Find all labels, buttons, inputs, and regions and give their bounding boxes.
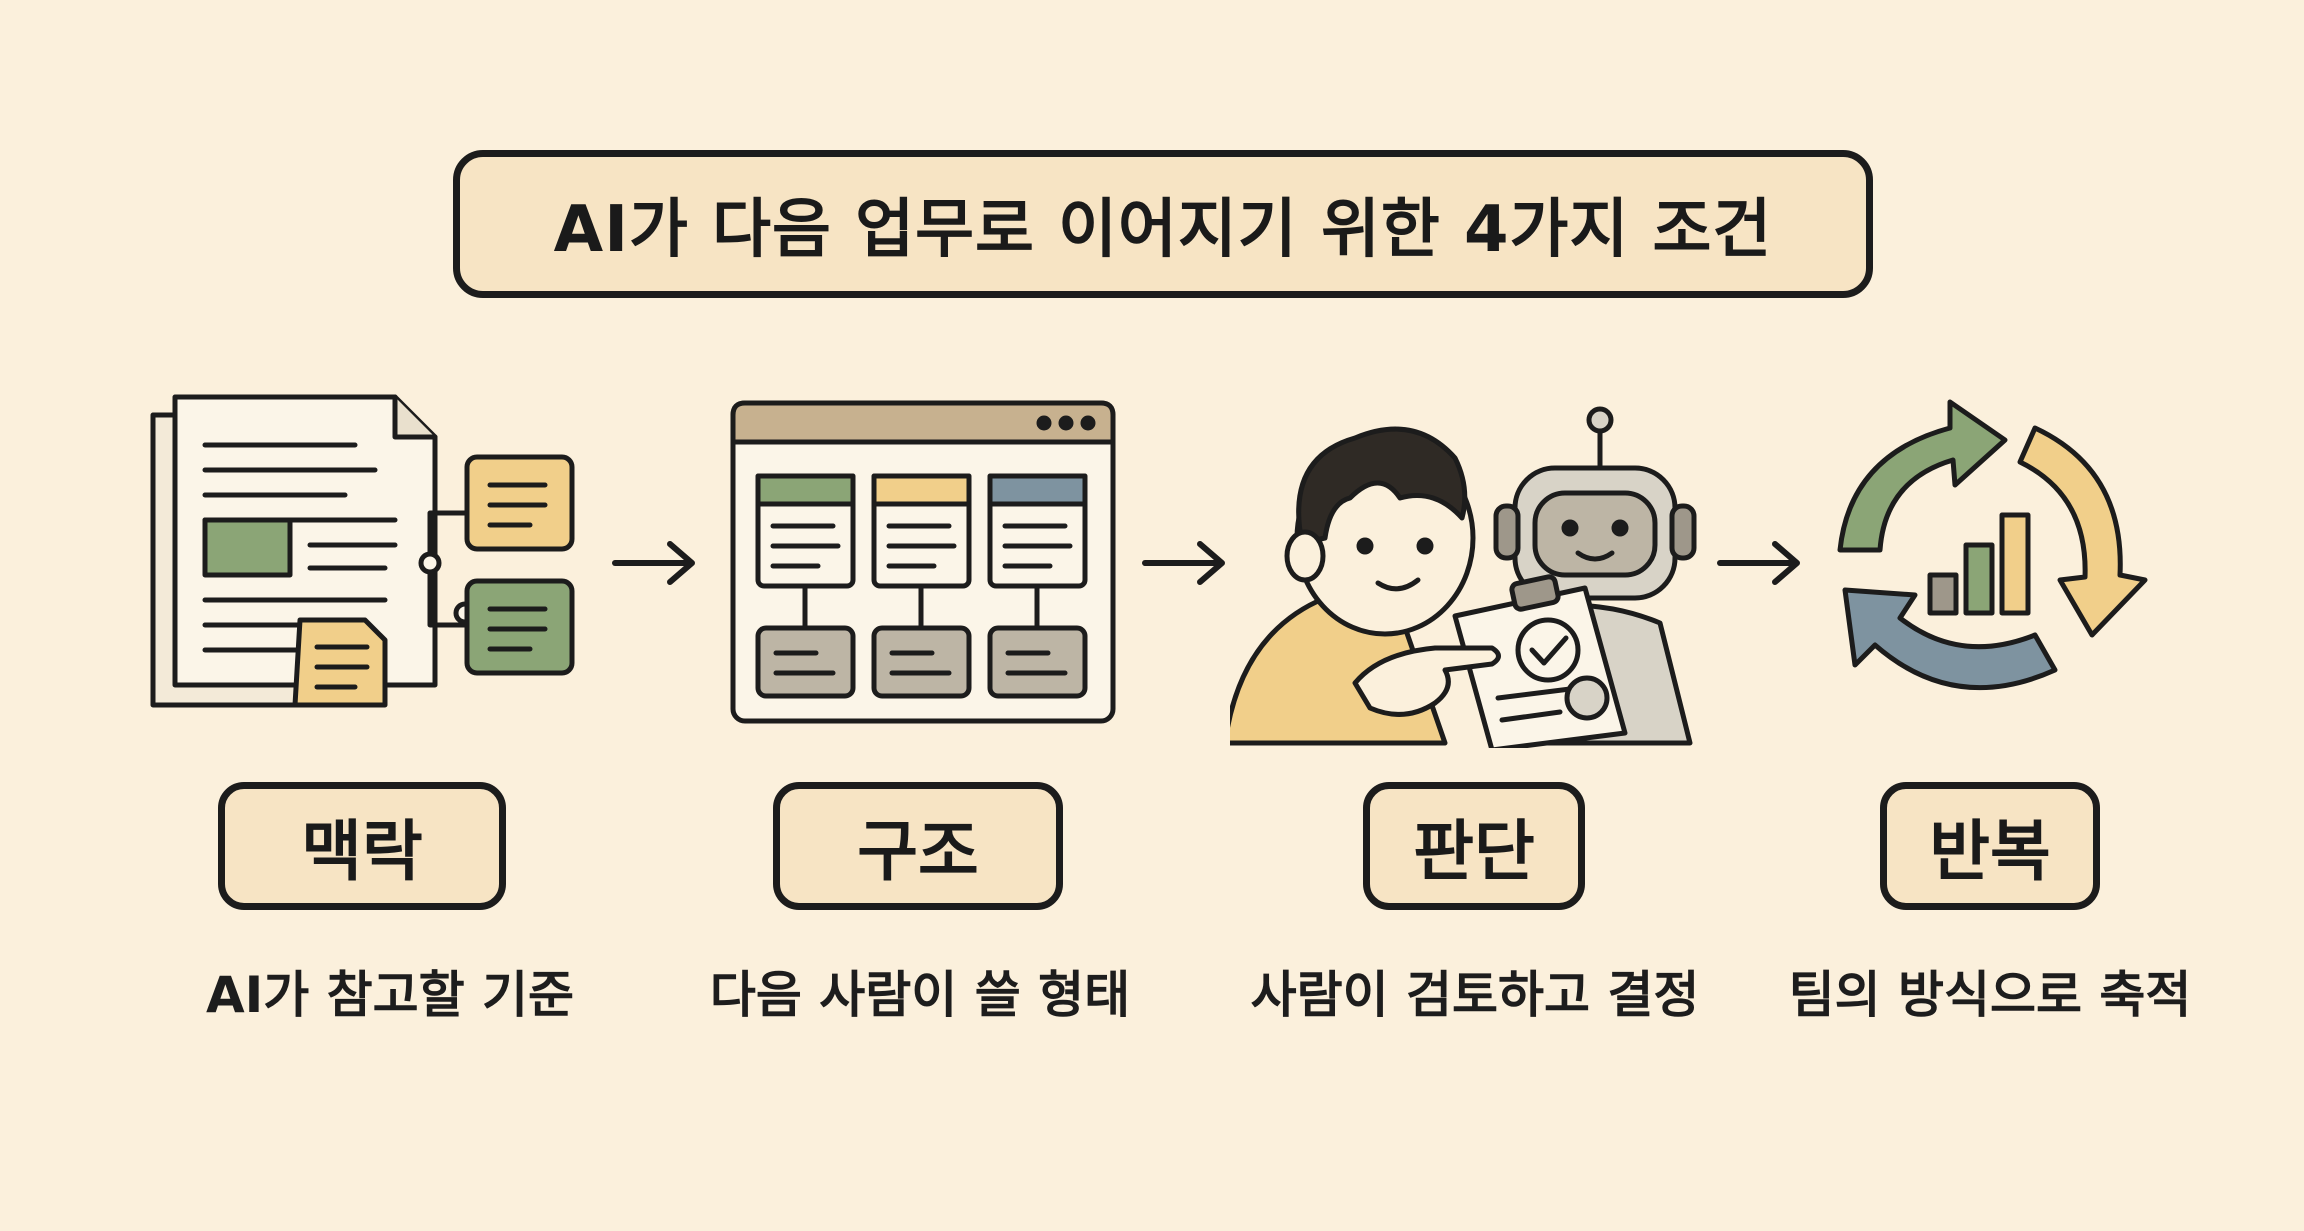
page-title: AI가 다음 업무로 이어지기 위한 4가지 조건 [553, 193, 1773, 267]
step-caption: 팀의 방식으로 축적 [1788, 966, 2192, 1024]
person-robot-review-icon [1230, 406, 1697, 748]
step-label-box: 맥락 [218, 782, 506, 910]
step-caption: 다음 사람이 쓸 형태 [709, 966, 1131, 1024]
step-label-box: 판단 [1363, 782, 1585, 910]
documents-icon [150, 394, 575, 708]
arrow-right-icon [1142, 541, 1225, 585]
arrow-right-icon [1717, 541, 1800, 585]
board-template-icon [730, 400, 1116, 724]
step-caption: 사람이 검토하고 결정 [1250, 966, 1700, 1024]
title-banner: AI가 다음 업무로 이어지기 위한 4가지 조건 [453, 150, 1873, 298]
step-label: 반복 [1929, 813, 2051, 890]
step-label-box: 구조 [773, 782, 1063, 910]
step-label: 판단 [1413, 813, 1535, 890]
step-label: 맥락 [301, 813, 423, 890]
step-label: 구조 [857, 813, 979, 890]
step-caption: AI가 참고할 기준 [205, 966, 575, 1024]
step-label-box: 반복 [1880, 782, 2100, 910]
arrow-right-icon [612, 541, 695, 585]
cycle-growth-icon [1837, 399, 2148, 691]
